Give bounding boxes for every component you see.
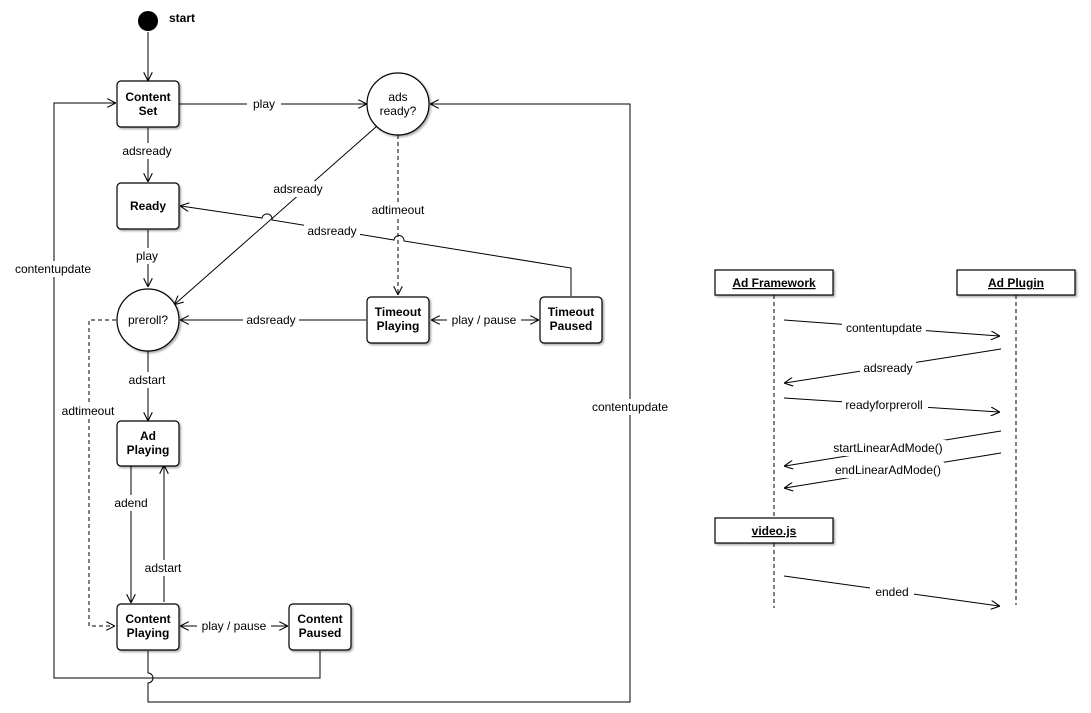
message-ended: ended [875,585,908,599]
label-adsready-content-set: adsready [122,144,171,158]
actor-videojs: video.js [714,517,834,544]
state-timeout-playing: Timeout Playing [366,296,430,344]
label-play: play [253,97,275,111]
state-nodes: start Content Set ads ready? Ready prero… [116,11,603,651]
state-edges [53,32,631,703]
message-contentupdate: contentupdate [846,321,922,335]
state-timeout-paused-line2: Paused [550,319,593,333]
message-adsready: adsready [863,361,912,375]
state-content-playing: Content Playing [116,603,180,651]
sequence-diagram: Ad Framework Ad Plugin video.js contentu… [714,269,1076,608]
start-label: start [169,11,195,25]
label-adstart-back: adstart [145,561,182,575]
actor-ad-framework-label: Ad Framework [732,276,816,290]
state-timeout-paused-line1: Timeout [548,305,594,319]
state-content-set-line1: Content [125,90,170,104]
state-ready: Ready [116,182,180,230]
state-content-playing-line2: Playing [127,626,170,640]
message-start-linear: startLinearAdMode() [833,441,942,455]
label-timeout-play-pause: play / pause [452,313,517,327]
start-node [138,11,158,31]
label-adtimeout-center: adtimeout [372,203,425,217]
actor-ad-plugin: Ad Plugin [956,269,1076,296]
edge-timeout-paused-to-ready [181,206,572,296]
label-contentupdate-right: contentupdate [592,400,668,414]
label-contentupdate-left: contentupdate [15,262,91,276]
state-content-set: Content Set [116,80,180,128]
edge-ads-ready-to-preroll [175,125,378,304]
edge-adtimeout-left [88,319,116,626]
actor-videojs-label: video.js [752,524,797,538]
state-ad-playing: Ad Playing [116,420,180,467]
label-adtimeout-left: adtimeout [62,404,115,418]
label-play-ready: play [136,249,158,263]
state-ad-playing-line1: Ad [140,429,156,443]
state-content-paused: Content Paused [288,603,352,651]
edge-labels: play adsready adsready adtimeout adsread… [12,96,672,634]
state-content-paused-line1: Content [297,612,342,626]
message-end-linear: endLinearAdMode() [835,463,941,477]
decision-ads-ready-line2: ready? [380,104,417,118]
edge-contentupdate-right [147,104,631,703]
state-content-set-line2: Set [139,104,158,118]
label-content-play-pause: play / pause [202,619,267,633]
state-ad-playing-line2: Playing [127,443,170,457]
label-adstart-preroll: adstart [129,373,166,387]
decision-preroll: preroll? [116,288,180,352]
message-readyforpreroll: readyforpreroll [845,398,922,412]
label-adsready-diagonal: adsready [273,182,322,196]
decision-preroll-label: preroll? [128,313,168,327]
decision-ads-ready: ads ready? [366,72,430,136]
decision-ads-ready-line1: ads [388,90,407,104]
actor-ad-plugin-label: Ad Plugin [988,276,1044,290]
state-content-paused-line2: Paused [299,626,342,640]
state-timeout-playing-line2: Playing [377,319,420,333]
label-adsready-timeout-playing: adsready [246,313,295,327]
state-timeout-paused: Timeout Paused [539,296,603,344]
label-adsready-timeout-paused: adsready [307,224,356,238]
actor-ad-framework: Ad Framework [714,269,834,296]
edge-contentupdate-left [53,103,321,679]
label-adend: adend [114,496,147,510]
state-content-playing-line1: Content [125,612,170,626]
state-ready-label: Ready [130,199,166,213]
state-timeout-playing-line1: Timeout [375,305,421,319]
